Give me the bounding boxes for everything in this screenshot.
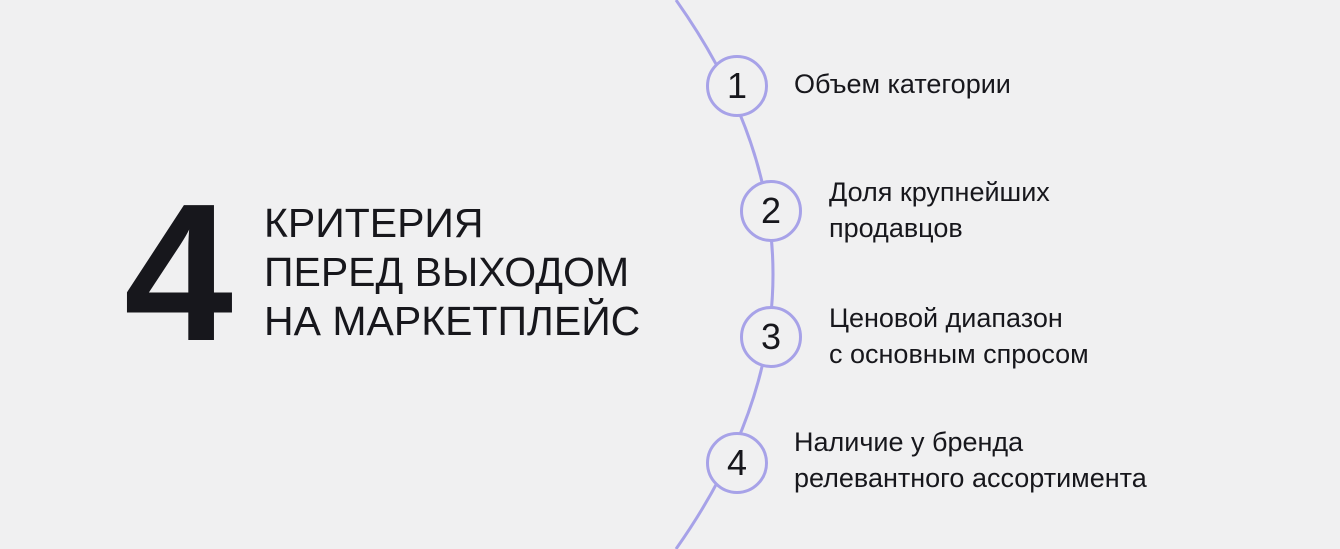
hero-number: 4	[124, 163, 233, 382]
hero-title-line: ПЕРЕД ВЫХОДОМ	[264, 249, 630, 295]
step-number-3: 3	[740, 306, 802, 368]
hero-title: КРИТЕРИЯ ПЕРЕД ВЫХОДОМ НА МАРКЕТПЛЕЙС	[264, 199, 704, 346]
step-label-1: Объем категории	[794, 66, 1011, 102]
step-label-line: Доля крупнейших	[829, 177, 1050, 207]
hero-title-line: КРИТЕРИЯ	[264, 200, 484, 246]
step-label-2: Доля крупнейших продавцов	[829, 174, 1050, 246]
step-label-line: продавцов	[829, 213, 963, 243]
step-label-line: с основным спросом	[829, 339, 1089, 369]
step-label-3: Ценовой диапазон с основным спросом	[829, 300, 1089, 372]
step-label-line: Ценовой диапазон	[829, 303, 1063, 333]
step-number-2: 2	[740, 180, 802, 242]
step-label-line: Объем категории	[794, 69, 1011, 99]
step-label-4: Наличие у бренда релевантного ассортимен…	[794, 424, 1147, 496]
step-number-4: 4	[706, 432, 768, 494]
hero-title-line: НА МАРКЕТПЛЕЙС	[264, 298, 641, 344]
step-number-1: 1	[706, 55, 768, 117]
step-label-line: релевантного ассортимента	[794, 463, 1147, 493]
step-label-line: Наличие у бренда	[794, 427, 1024, 457]
